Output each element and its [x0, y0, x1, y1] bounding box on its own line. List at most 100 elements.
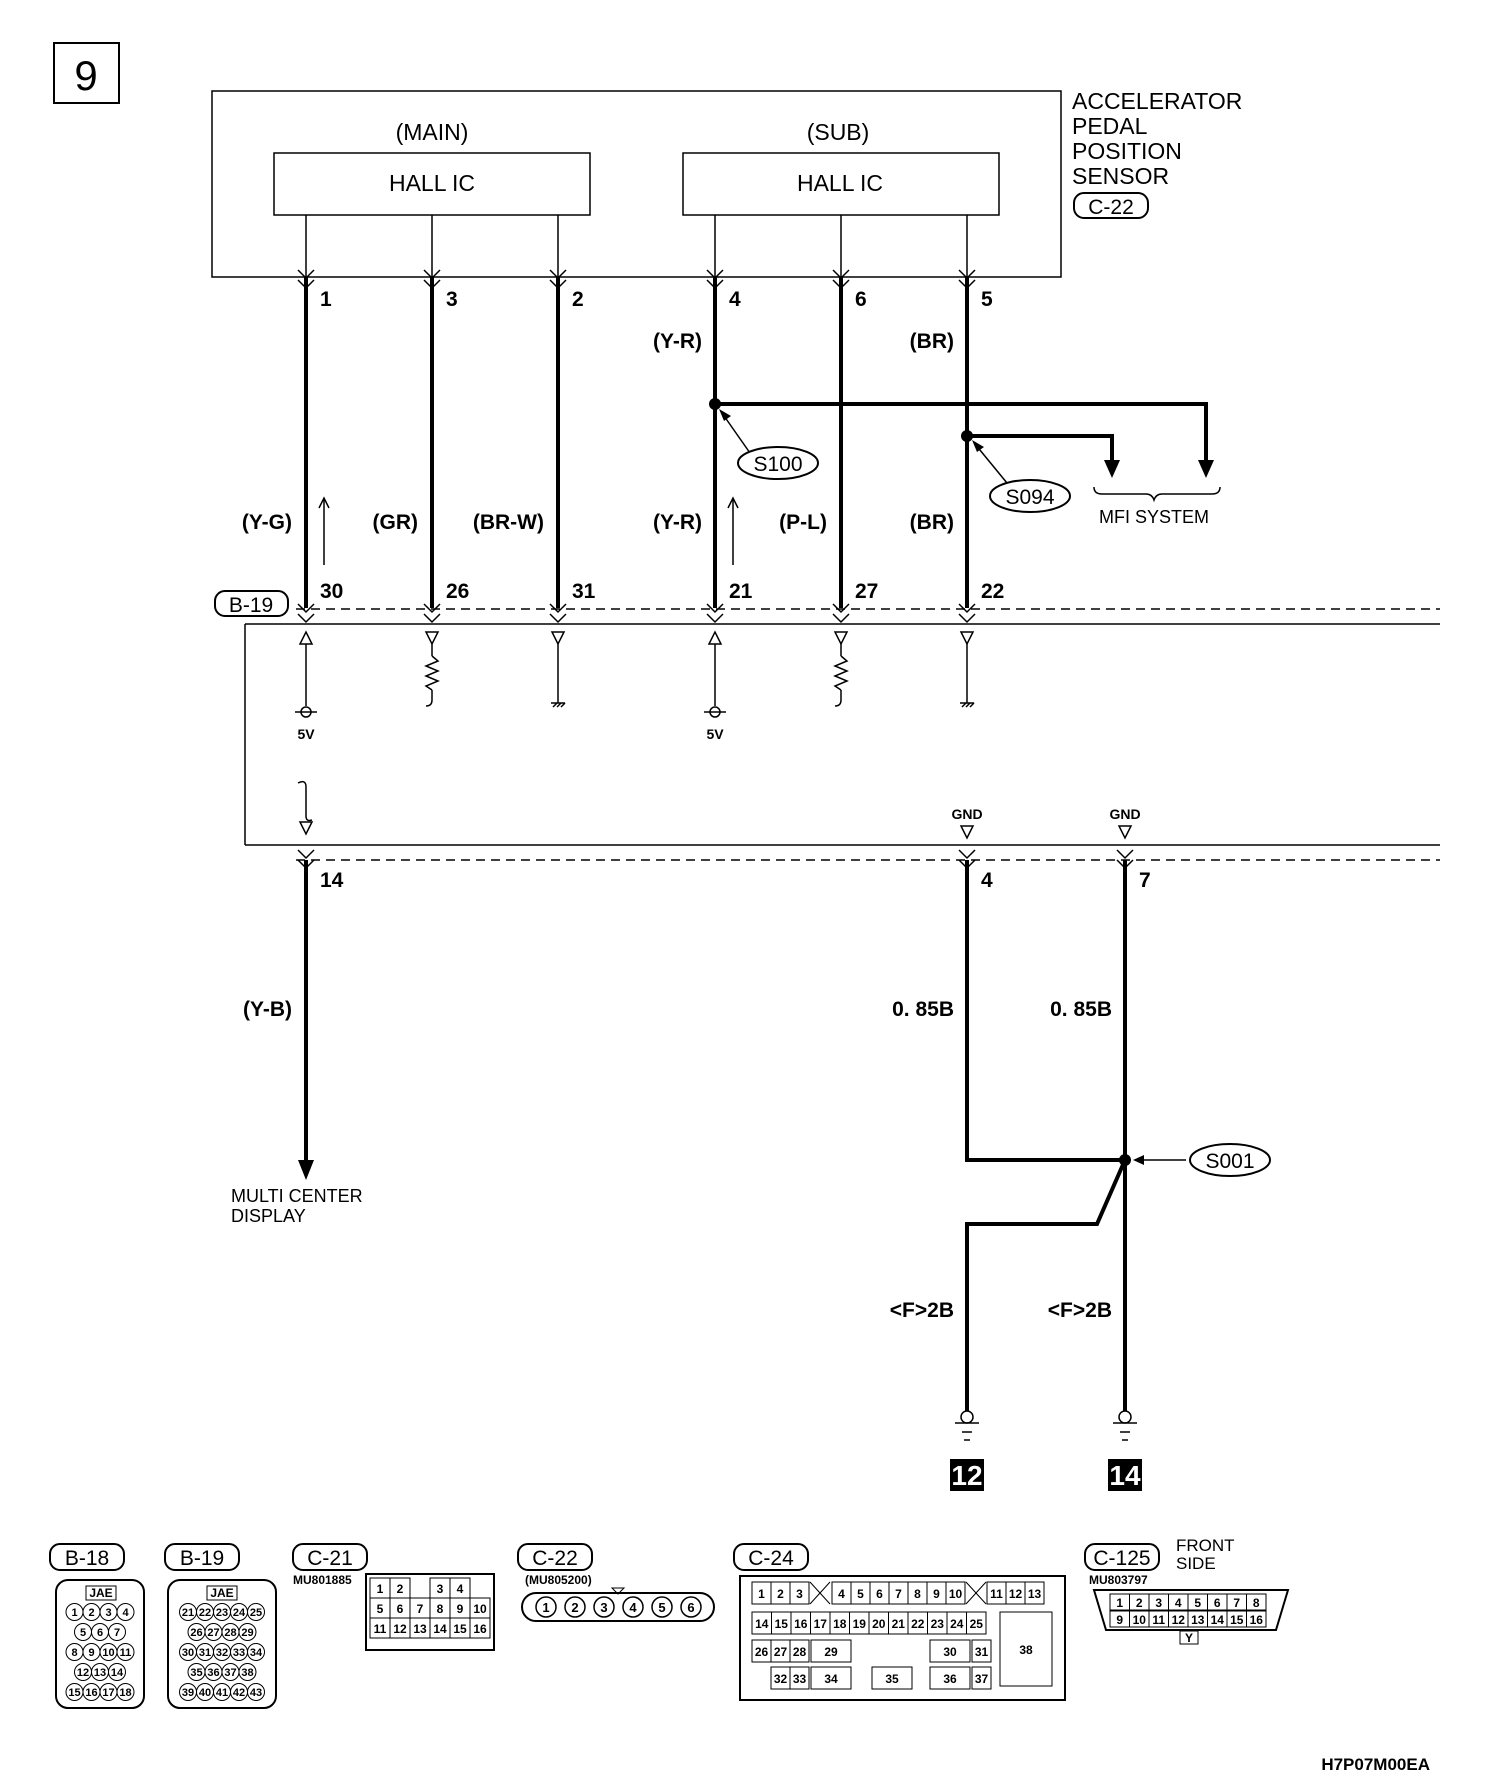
pin-label: 1: [758, 1587, 765, 1601]
ground-wire-2: <F>2B: [1048, 1299, 1112, 1322]
ecu-bottom-pin-numbers: 14 4 7: [320, 869, 1151, 892]
pin-label: 16: [473, 1622, 487, 1636]
pin-label: 14: [1211, 1613, 1225, 1627]
sensor-wires: [304, 277, 969, 608]
sensor-connector: C-22: [1088, 196, 1134, 219]
connector-c125-side-2: SIDE: [1176, 1554, 1216, 1573]
pin-circle: [564, 1596, 586, 1618]
pin-label: 35: [885, 1672, 899, 1686]
pin-cell: [945, 1581, 966, 1605]
ecu-pin-7: 7: [1139, 869, 1151, 892]
pin-label: 11: [120, 1647, 132, 1659]
sensor-pin-5: 5: [981, 288, 993, 311]
pin-label: 22: [911, 1617, 925, 1631]
pin-label: 8: [71, 1647, 77, 1659]
pin-label: 6: [1214, 1596, 1221, 1610]
pin-label: 36: [207, 1667, 219, 1679]
ecu-pin-numbers: 30 26 31 21 27 22: [320, 580, 1004, 603]
pin-label: 36: [943, 1672, 957, 1686]
hall-ic-main: [273, 152, 591, 216]
ecu-connector: B-19: [229, 594, 273, 617]
gnd-label-2: GND: [1109, 806, 1140, 822]
s094-leader: [974, 443, 1008, 484]
display-arrow: [298, 1160, 314, 1180]
pin-cell: [971, 1639, 992, 1663]
pin-label: 15: [453, 1622, 467, 1636]
pin-label: 31: [975, 1645, 989, 1659]
sensor-pin-1: 1: [320, 288, 332, 311]
pin-label: 24: [233, 1607, 246, 1619]
ground-point-12-box: [950, 1459, 984, 1491]
wire-color-y-r: (Y-R): [653, 511, 702, 534]
pin-label: 13: [94, 1667, 106, 1679]
pin-label: 17: [814, 1617, 828, 1631]
pin-label: 7: [417, 1602, 424, 1616]
sensor-internal-lines: [305, 215, 968, 277]
ground-wire-1: <F>2B: [890, 1299, 954, 1322]
wire-color-gr: (GR): [373, 511, 419, 534]
upper-wire-color-sub-signal: (Y-R): [653, 330, 702, 353]
pin-label: 16: [85, 1687, 97, 1699]
pin-cell: [1246, 1593, 1267, 1611]
splice-s094-tag: [989, 479, 1071, 513]
pin-label: 8: [1253, 1596, 1260, 1610]
pin-cell: [966, 1611, 987, 1635]
connector-c125-side-1: FRONT: [1176, 1536, 1235, 1555]
hall-ic-sub-label: HALL IC: [797, 170, 883, 196]
pin-label: 6: [397, 1602, 404, 1616]
connector-c22-part: (MU805200): [525, 1573, 592, 1587]
pin-cell: [871, 1666, 913, 1690]
pin-label: 5: [658, 1600, 665, 1615]
pin-label: 33: [233, 1647, 245, 1659]
pin-cell: [929, 1666, 971, 1690]
drawing-code: H7P07M00EA: [1321, 1755, 1430, 1774]
connector-b19-name: B-19: [180, 1547, 224, 1570]
pin-label: 16: [1250, 1613, 1264, 1627]
pin-label: 10: [473, 1602, 487, 1616]
pin-label: 3: [600, 1600, 607, 1615]
ecu-pin-30: 30: [320, 580, 343, 603]
pin-label: 5: [80, 1627, 86, 1639]
pin-cell: [789, 1639, 810, 1663]
pin-cell: [810, 1639, 852, 1663]
wire-color-y-g: (Y-G): [242, 511, 292, 534]
pin-circle: [247, 1683, 265, 1701]
pin-label: 27: [207, 1627, 219, 1639]
ground-point-12: 12: [951, 1460, 982, 1491]
pin-label: 2: [1136, 1596, 1143, 1610]
pin-label: 6: [97, 1627, 103, 1639]
pin-label: 17: [102, 1687, 114, 1699]
pin-label: 3: [105, 1607, 111, 1619]
connector-c22-name: C-22: [532, 1547, 578, 1570]
pin-label: 15: [1230, 1613, 1244, 1627]
connector-c125-part: MU803797: [1089, 1573, 1148, 1587]
pin-label: 1: [377, 1582, 384, 1596]
pin-label: 21: [182, 1607, 194, 1619]
connector-c24-name: C-24: [748, 1547, 794, 1570]
pin-label: 3: [437, 1582, 444, 1596]
pin-cell: [789, 1581, 810, 1605]
pin-label: 11: [990, 1587, 1003, 1601]
gnd-label-1: GND: [951, 806, 982, 822]
pin-label: 37: [224, 1667, 236, 1679]
wire-color-br-w: (BR-W): [473, 511, 544, 534]
connector-b19-maker: JAE: [210, 1586, 233, 1600]
pin-label: 10: [1133, 1613, 1147, 1627]
display-label-line-1: MULTI CENTER: [231, 1186, 363, 1206]
pin-label: 12: [77, 1667, 89, 1679]
pin-circle: [247, 1603, 265, 1621]
voltage-5v-main: 5V: [297, 726, 315, 742]
pin-circle: [116, 1643, 135, 1661]
pin-label: 34: [824, 1672, 838, 1686]
splice-s094: S094: [1005, 486, 1054, 509]
pin-label: 10: [949, 1587, 963, 1601]
pin-label: 5: [857, 1587, 864, 1601]
sensor-name-line-1: ACCELERATOR: [1072, 88, 1242, 114]
page-number-box: [53, 42, 120, 104]
